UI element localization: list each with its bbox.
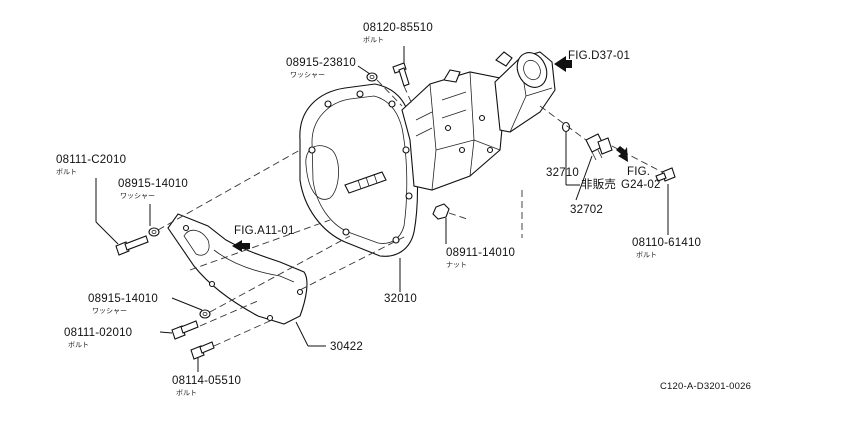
callout-08911-14010: 08911-14010: [446, 247, 515, 259]
callout-08111-02010: 08111-02010: [64, 327, 132, 339]
diagram-id: C120-A-D3201-0026: [660, 381, 751, 392]
callout-32702: 32702: [570, 204, 603, 216]
callout-32010: 32010: [384, 293, 417, 305]
arrow-icon: [232, 240, 250, 252]
callout-08915-23810: 08915-23810: [286, 57, 356, 69]
fig-ref-a11-01[interactable]: FIG.A11-01: [234, 225, 295, 237]
callout-08120-85510: 08120-85510: [363, 22, 433, 34]
fig-ref-g24-02-line1[interactable]: FIG.: [627, 166, 650, 178]
callout-08915-14010-a-sub: ワッシャー: [120, 192, 155, 200]
arrow-icon: [616, 146, 628, 162]
fig-ref-g24-02-line2[interactable]: G24-02: [621, 179, 661, 191]
hardware-drawings: [115, 62, 676, 360]
callout-08915-14010-b: 08915-14010: [88, 293, 158, 305]
callout-08114-05510-sub: ボルト: [176, 389, 197, 397]
callout-08114-05510: 08114-05510: [172, 375, 241, 387]
callout-08915-14010-b-sub: ワッシャー: [92, 307, 127, 315]
leader-lines: [95, 46, 669, 372]
callout-08915-23810-sub: ワッシャー: [290, 71, 325, 79]
callout-08120-85510-sub: ボルト: [363, 36, 384, 44]
figure-arrows: [232, 56, 628, 252]
assembly-lines: [157, 79, 663, 347]
callout-08110-61410: 08110-61410: [632, 237, 701, 249]
callout-30422: 30422: [330, 341, 363, 353]
callout-08111-02010-sub: ボルト: [68, 341, 89, 349]
callout-08111-C2010: 08111-C2010: [56, 154, 126, 166]
transmission-case-drawing: [299, 51, 556, 257]
callout-08915-14010-a: 08915-14010: [118, 178, 188, 190]
callout-32710: 32710: [546, 167, 579, 179]
arrow-icon: [554, 56, 572, 72]
callout-08110-61410-sub: ボルト: [636, 251, 657, 259]
figure-references: FIG.D37-01 FIG.A11-01 FIG. G24-02: [234, 50, 661, 237]
not-sold-label: 非販売: [581, 178, 616, 191]
fig-ref-d37-01[interactable]: FIG.D37-01: [568, 50, 630, 62]
callouts: 08120-85510 ボルト 08915-23810 ワッシャー 08111-…: [56, 22, 701, 397]
callout-08111-C2010-sub: ボルト: [56, 168, 77, 176]
callout-08911-14010-sub: ナット: [446, 261, 467, 269]
